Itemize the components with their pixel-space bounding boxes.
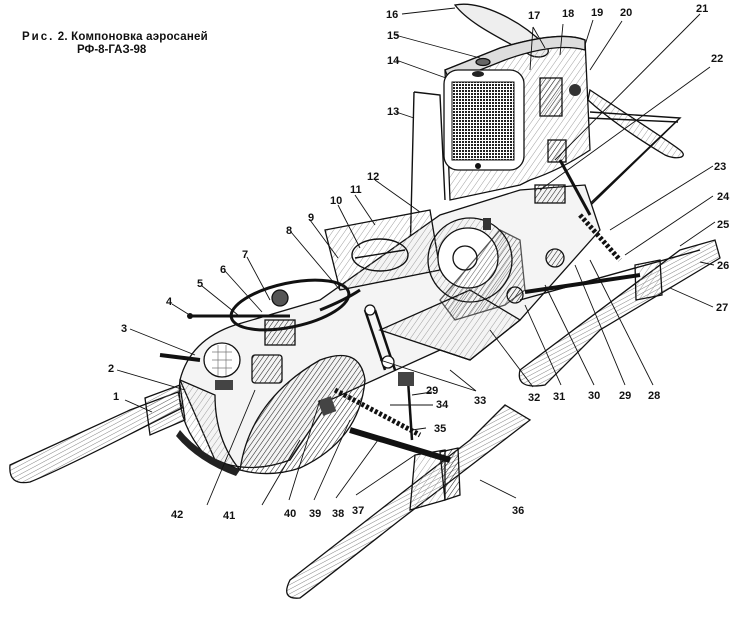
control-levers xyxy=(319,288,397,371)
caption-model: РФ-8-ГАЗ-98 xyxy=(77,44,147,56)
callout-4: 4 xyxy=(166,296,173,308)
callout-32: 32 xyxy=(528,392,540,404)
callout-39: 39 xyxy=(309,508,321,520)
front-right-ski xyxy=(286,404,532,599)
callout-9: 9 xyxy=(308,212,314,224)
callout-38: 38 xyxy=(332,508,344,520)
engine-flywheel xyxy=(427,217,526,321)
callout-14: 14 xyxy=(387,55,400,67)
callout-19: 19 xyxy=(591,7,603,19)
callout-23: 23 xyxy=(714,161,726,173)
callout-5: 5 xyxy=(197,278,203,290)
callout-27: 27 xyxy=(716,302,728,314)
callout-31: 31 xyxy=(553,391,565,403)
callout-30: 30 xyxy=(588,390,600,402)
callout-1: 1 xyxy=(113,391,119,403)
callout-3: 3 xyxy=(121,323,127,335)
callout-11: 11 xyxy=(350,184,362,196)
callout-25: 25 xyxy=(717,219,729,231)
front-axle xyxy=(317,372,451,463)
radiator xyxy=(443,57,525,171)
callout-20: 20 xyxy=(620,7,632,19)
figure-caption: Рис. 2. Компоновка аэросаней РФ-8-ГАЗ-98 xyxy=(22,31,208,57)
callout-24: 24 xyxy=(717,191,730,203)
callout-40: 40 xyxy=(284,508,296,520)
rear-ski xyxy=(518,239,721,387)
callout-15: 15 xyxy=(387,30,399,42)
callout-36: 36 xyxy=(512,505,524,517)
callout-41: 41 xyxy=(223,510,235,522)
callout-18: 18 xyxy=(562,8,574,20)
callout-13: 13 xyxy=(387,106,399,118)
callout-42: 42 xyxy=(171,509,183,521)
callout-16: 16 xyxy=(386,9,398,21)
callout-28: 28 xyxy=(648,390,660,402)
callout-labels: 1 2 3 4 5 6 7 8 9 10 11 12 13 14 15 16 1… xyxy=(108,3,730,522)
battery-box xyxy=(251,354,283,384)
callout-7: 7 xyxy=(242,249,248,261)
callout-10: 10 xyxy=(330,195,342,207)
front-left-ski xyxy=(9,384,186,484)
callout-29-rear: 29 xyxy=(619,390,631,402)
callout-37: 37 xyxy=(352,505,364,517)
steering-wheel xyxy=(187,278,351,346)
callout-6: 6 xyxy=(220,264,226,276)
caption-number: 2. xyxy=(57,31,68,43)
leader-lines xyxy=(116,7,716,506)
caption-title: Компоновка аэросаней xyxy=(71,31,208,43)
caption-prefix: Рис. xyxy=(22,31,55,43)
callout-26: 26 xyxy=(717,260,729,272)
headlight xyxy=(159,342,241,390)
callout-12: 12 xyxy=(367,171,379,183)
callout-35: 35 xyxy=(434,423,446,435)
callout-17: 17 xyxy=(528,10,540,22)
callout-8: 8 xyxy=(286,225,292,237)
callout-33: 33 xyxy=(474,395,486,407)
callout-34: 34 xyxy=(436,399,449,411)
callout-21: 21 xyxy=(696,3,708,15)
callout-29-front: 29 xyxy=(426,385,438,397)
windshield xyxy=(324,209,441,291)
callout-2: 2 xyxy=(108,363,114,375)
callout-22: 22 xyxy=(711,53,723,65)
